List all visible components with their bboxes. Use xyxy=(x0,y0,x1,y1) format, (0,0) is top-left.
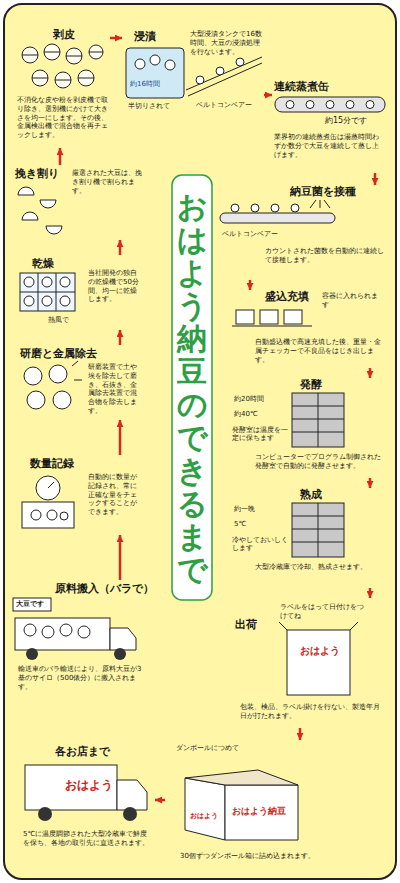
bulk-truck xyxy=(13,598,136,660)
step-text: 輸送車のバラ輸送により、原料大豆が3基のサイロ（500俵分）に搬入されます。 xyxy=(18,665,143,691)
note-label: おはよう納豆 xyxy=(232,806,286,817)
conveyor xyxy=(186,57,262,96)
dryer xyxy=(20,273,75,311)
note-label: ラベルをはって日付けをつけてね xyxy=(280,603,370,621)
step-text: 包装、検品、ラベル掛けを行ない、製造年月日が打たれます。 xyxy=(240,703,385,721)
title: おはよう納豆のできるまで xyxy=(177,190,207,586)
process-step: 剥皮不消化な皮や粉を剥皮機で取り除き、選別機にかけて大きさを均一にします。その後… xyxy=(15,28,110,148)
shipping-carton xyxy=(279,622,358,695)
step-heading: 研磨と金属除去 xyxy=(20,347,97,361)
flow-arrow xyxy=(264,94,272,97)
flow-arrow xyxy=(249,280,252,290)
process-step: 挽き割り厳選された大豆は、挽き割り機で割られます。 xyxy=(10,165,145,240)
process-step: 各お店まで 5℃に温度調節された大型冷蔵車で鮮度を保ち、各地の取引先に直送されます… xyxy=(15,745,155,875)
process-step: 乾燥当社開発の独自の乾燥機で50分間、均一に乾燥します。 xyxy=(10,255,145,330)
note-label: おはよう xyxy=(65,778,113,793)
step-text: 厳選された大豆は、挽き割り機で割られます。 xyxy=(72,169,142,195)
step-heading: 連続蒸煮缶 xyxy=(274,80,329,94)
note-label: 約16時間 xyxy=(130,80,160,89)
flow-arrow xyxy=(369,588,372,598)
process-step: 浸漬 大型浸漬タンクで16数時間、大豆の浸漬処理を行ないます。 xyxy=(122,28,264,113)
note-label: 容器に入れられます xyxy=(322,292,384,310)
process-step: 研磨と金属除去研磨装置で土や埃を除去して磨き、石抜き、金属除去装置で混合物を除去… xyxy=(10,345,145,420)
split-beans xyxy=(22,44,103,88)
inoculation-belt xyxy=(220,200,335,223)
step-heading: 乾燥 xyxy=(32,257,54,271)
note-label: ダンボールにつめて xyxy=(176,744,246,753)
step-heading: 出荷 xyxy=(235,618,257,632)
panel xyxy=(4,4,396,879)
step-heading: 発酵 xyxy=(300,378,322,392)
flow-arrow xyxy=(155,799,165,802)
step-heading: 納豆菌を接種 xyxy=(290,185,356,199)
process-step: 盛込充填自動盛込機で高速充填した後、重量・金属チェッカーで不良品をはじき出します… xyxy=(225,290,387,368)
containers xyxy=(232,310,312,326)
flow-arrow xyxy=(119,535,122,580)
step-heading: 剥皮 xyxy=(53,28,75,42)
step-text: コンピューターでプログラム制御された発酵室で自動的に発酵させます。 xyxy=(255,453,385,471)
step-text: 自動盛込機で高速充填した後、重量・金属チェッカーで不良品をはじき出します。 xyxy=(255,338,385,364)
step-text: 大型浸漬タンクで16数時間、大豆の浸漬処理を行ないます。 xyxy=(190,30,262,56)
note-label: 発酵室は温度を一定に保ちます xyxy=(232,426,288,442)
note-label: 約40℃ xyxy=(234,410,258,419)
process-step: 原料搬入（バラで） 輸送車のバラ輸送により、原料大豆が3基のサイロ（500俵分）に… xyxy=(10,580,156,695)
step-heading: 数量記録 xyxy=(30,457,74,471)
step-text: 研磨装置で土や埃を除去して磨き、石抜き、金属除去装置で混合物を除去します。 xyxy=(88,363,143,416)
step-text: 不消化な皮や粉を剥皮機で取り除き、選別機にかけて大きさを均一にします。その後、金… xyxy=(17,96,108,140)
step-text: 業界初の連続蒸煮缶は湯蒸時間わずか数分で大豆を連続して蒸し上げます。 xyxy=(274,133,385,159)
step-heading: 各お店まで xyxy=(55,745,110,759)
step-heading: 盛込充填 xyxy=(265,290,309,304)
step-heading: 挽き割り xyxy=(15,167,59,181)
note-label: ベルトコンベアー xyxy=(196,101,252,110)
cold-room xyxy=(292,503,344,557)
note-label: 約20時間 xyxy=(234,395,264,404)
title-band xyxy=(172,175,212,600)
step-heading: 浸漬 xyxy=(134,30,156,44)
note-label: 大豆です xyxy=(16,600,44,609)
step-text: 大型冷蔵庫で冷却、熟成させます。 xyxy=(255,563,385,572)
step-text: 5℃に温度調節された大型冷蔵車で鮮度を保ち、各地の取引先に直送されます。 xyxy=(23,830,151,848)
flow-arrow xyxy=(299,728,302,740)
process-step: 数量記録自動的に数量が記録され、常に正確な量をチェックすることができます。 xyxy=(10,455,145,535)
step-text: 30個ずつダンボール箱に詰め込まれます。 xyxy=(180,852,315,861)
fermentation-room xyxy=(292,393,344,447)
note-label: 冷やしておいしくします xyxy=(232,536,288,552)
step-heading: 熟成 xyxy=(300,488,322,502)
note-label: 半切りされて xyxy=(128,102,170,111)
scale xyxy=(22,476,74,528)
flow-arrow xyxy=(119,240,122,255)
steamer xyxy=(275,97,385,112)
cracked-beans xyxy=(18,187,62,234)
flow-arrow xyxy=(369,478,372,488)
flow-arrow xyxy=(59,148,62,165)
note-label: おはよう xyxy=(300,645,340,658)
cardboard-box xyxy=(185,770,298,840)
flow-arrow xyxy=(374,173,377,185)
delivery-truck xyxy=(25,765,147,821)
flow-arrow xyxy=(110,37,122,40)
note-label: おはよう xyxy=(190,812,218,821)
note-label: ベルトコンベアー xyxy=(222,230,278,239)
flow-arrow xyxy=(369,368,372,378)
step-text: 自動的に数量が記録され、常に正確な量をチェックすることができます。 xyxy=(88,473,143,517)
process-step: 連続蒸煮缶業界初の連続蒸煮缶は湯蒸時間わずか数分で大豆を連続して蒸し上げます。 xyxy=(272,78,387,173)
step-text: 当社開発の独自の乾燥機で50分間、均一に乾燥します。 xyxy=(88,269,143,304)
polished-beans xyxy=(24,361,82,409)
flow-arrow xyxy=(119,330,122,345)
note-label: 5℃ xyxy=(234,520,246,529)
process-step: 出荷包装、検品、ラベル掛けを行ない、製造年月日が打たれます。 xyxy=(230,598,387,728)
note-label: 約15分です xyxy=(325,116,367,126)
soak-tank xyxy=(126,48,184,98)
flow-arrow xyxy=(119,420,122,455)
note-label: 熱風で xyxy=(48,316,69,325)
note-label: 約一晩 xyxy=(234,505,255,514)
step-heading: 原料搬入（バラで） xyxy=(55,582,154,596)
step-text: カウントされた菌数を自動的に連続して接種します。 xyxy=(265,247,385,265)
